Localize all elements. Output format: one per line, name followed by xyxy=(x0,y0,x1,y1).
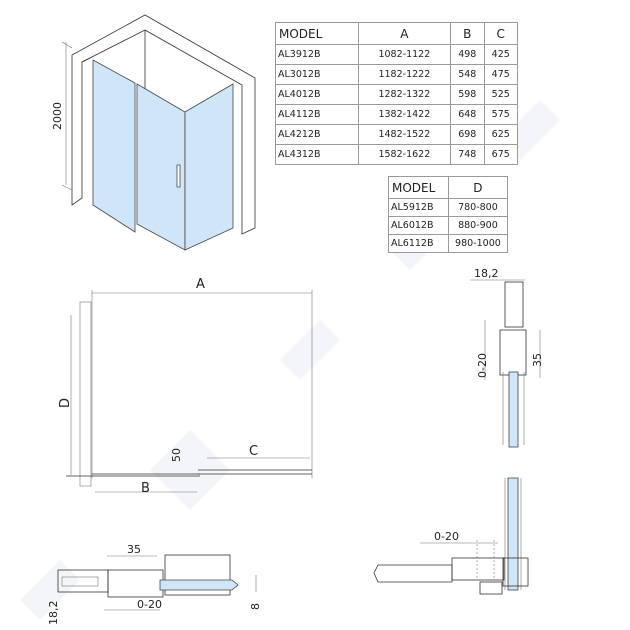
vertical-profile-detail: 18,2 0-20 35 xyxy=(470,267,544,448)
cell: 598 xyxy=(450,84,485,105)
adjust-range-label: 0-20 xyxy=(137,598,162,611)
cell: 625 xyxy=(483,124,518,145)
door-handle xyxy=(176,164,181,188)
dimension-d-label: D xyxy=(58,398,73,408)
table-header-row: MODEL A B C xyxy=(275,22,518,45)
side-glass-panel xyxy=(184,83,234,251)
cell: 675 xyxy=(483,144,518,165)
cell: 498 xyxy=(450,44,485,65)
isometric-enclosure-view: 2000 xyxy=(51,14,256,251)
cell: 780-800 xyxy=(447,198,509,217)
offset-50-label: 50 xyxy=(170,448,183,462)
vertical-depth-label: 18,2 xyxy=(474,267,499,280)
cell: 1582-1622 xyxy=(357,144,452,165)
plan-view: A D B C 50 xyxy=(58,277,313,496)
vertical-length-label: 35 xyxy=(531,353,544,367)
cell: 425 xyxy=(483,44,518,65)
cell: 548 xyxy=(450,64,485,85)
cell: AL4312B xyxy=(275,144,359,165)
profile-depth-label: 18,2 xyxy=(47,601,60,626)
cell: AL4212B xyxy=(275,124,359,145)
column-header: A xyxy=(357,22,452,45)
column-header: MODEL xyxy=(388,176,449,199)
column-header: B xyxy=(450,22,485,45)
cell: 648 xyxy=(450,104,485,125)
cell: 748 xyxy=(450,144,485,165)
cell: AL6012B xyxy=(388,216,449,235)
cell: AL6112B xyxy=(388,234,449,253)
dimension-a-label: A xyxy=(196,277,205,292)
cell: 575 xyxy=(483,104,518,125)
wall-profile-detail: 35 0-20 18,2 8 xyxy=(47,543,262,625)
corner-adjust-label: 0-20 xyxy=(434,530,459,543)
profile-width-label: 35 xyxy=(127,543,141,556)
fixed-glass-panel xyxy=(92,59,136,233)
cell: AL3012B xyxy=(275,64,359,85)
cell: AL4012B xyxy=(275,84,359,105)
glass-section xyxy=(159,579,239,591)
column-header: D xyxy=(447,176,509,199)
dimension-b-label: B xyxy=(141,481,150,496)
cell: 525 xyxy=(483,84,518,105)
cell: 1482-1522 xyxy=(357,124,452,145)
height-dimension-label: 2000 xyxy=(51,102,64,130)
column-header: C xyxy=(483,22,518,45)
cell: AL3912B xyxy=(275,44,359,65)
dimension-c-label: C xyxy=(249,444,258,459)
cell: 880-900 xyxy=(447,216,509,235)
glass-thickness-label: 8 xyxy=(249,603,262,610)
cell: AL4112B xyxy=(275,104,359,125)
cell: 475 xyxy=(483,64,518,85)
cell: 1382-1422 xyxy=(357,104,452,125)
cell: AL5912B xyxy=(388,198,449,217)
cell: 1082-1122 xyxy=(357,44,452,65)
cell: 1282-1322 xyxy=(357,84,452,105)
vertical-adjust-label: 0-20 xyxy=(476,353,489,378)
column-header: MODEL xyxy=(275,22,359,45)
table-header-row: MODEL D xyxy=(388,176,509,199)
cell: 698 xyxy=(450,124,485,145)
cell: 1182-1222 xyxy=(357,64,452,85)
corner-detail: 0-20 xyxy=(373,477,529,595)
cell: 980-1000 xyxy=(447,234,509,253)
